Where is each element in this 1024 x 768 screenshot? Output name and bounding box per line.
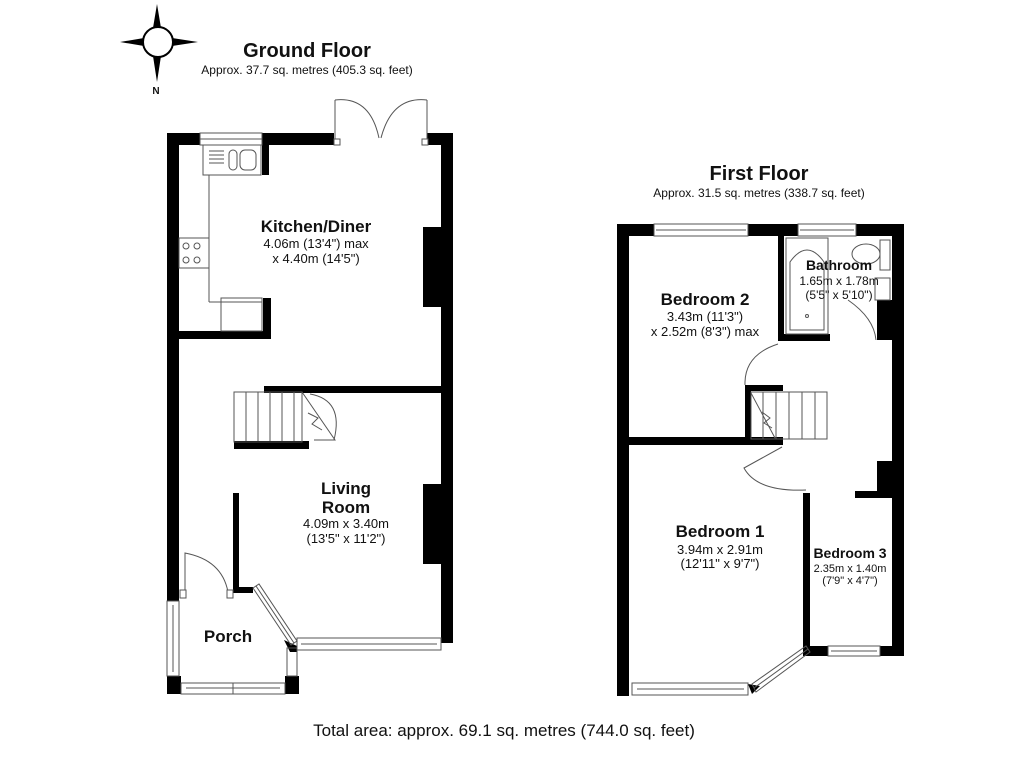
first-floor-title: First Floor — [709, 163, 809, 185]
first-floor-area: Approx. 31.5 sq. metres (338.7 sq. feet) — [653, 186, 865, 200]
room-kitchen-diner-dim1: 4.06m (13'4") max — [263, 236, 369, 251]
room-kitchen-diner-dim2: x 4.40m (14'5") — [272, 251, 360, 266]
first-floor-fixtures — [631, 223, 891, 696]
room-bathroom-dim1: 1.65m x 1.78m — [799, 274, 879, 288]
total-area: Total area: approx. 69.1 sq. metres (744… — [313, 721, 695, 740]
room-living-name-line1: Living — [320, 479, 372, 498]
room-bedroom-2-dim2: x 2.52m (8'3") max — [650, 324, 760, 339]
room-bathroom-name: Bathroom — [805, 257, 873, 273]
room-bedroom-1-name: Bedroom 1 — [675, 522, 765, 541]
room-bedroom-1-dim2: (12'11" x 9'7") — [680, 556, 760, 571]
ground-floor-area: Approx. 37.7 sq. metres (405.3 sq. feet) — [201, 63, 413, 77]
room-bedroom-3-dim2: (7'9" x 4'7") — [822, 575, 878, 587]
ground-floor-fixtures — [166, 99, 442, 695]
ground-floor-title: Ground Floor — [243, 40, 371, 62]
room-living-name-line2: Room — [321, 498, 371, 517]
compass-north-label: N — [152, 86, 160, 97]
room-living-dim1: 4.09m x 3.40m — [303, 516, 389, 531]
ground-floor-plan — [167, 133, 453, 694]
room-bathroom-dim2: (5'5" x 5'10") — [805, 288, 873, 302]
room-living-dim2: (13'5" x 11'2") — [306, 531, 386, 546]
room-bedroom-3-dim1: 2.35m x 1.40m — [813, 563, 887, 575]
room-bedroom-1-dim1: 3.94m x 2.91m — [677, 542, 763, 557]
room-bedroom-3-name: Bedroom 3 — [813, 545, 887, 561]
room-porch-name: Porch — [203, 627, 253, 646]
room-kitchen-diner-name: Kitchen/Diner — [260, 217, 372, 236]
room-bedroom-2-dim1: 3.43m (11'3") — [666, 309, 744, 324]
room-bedroom-2-name: Bedroom 2 — [660, 290, 750, 309]
compass-icon — [120, 4, 198, 82]
first-floor-plan — [617, 224, 904, 696]
